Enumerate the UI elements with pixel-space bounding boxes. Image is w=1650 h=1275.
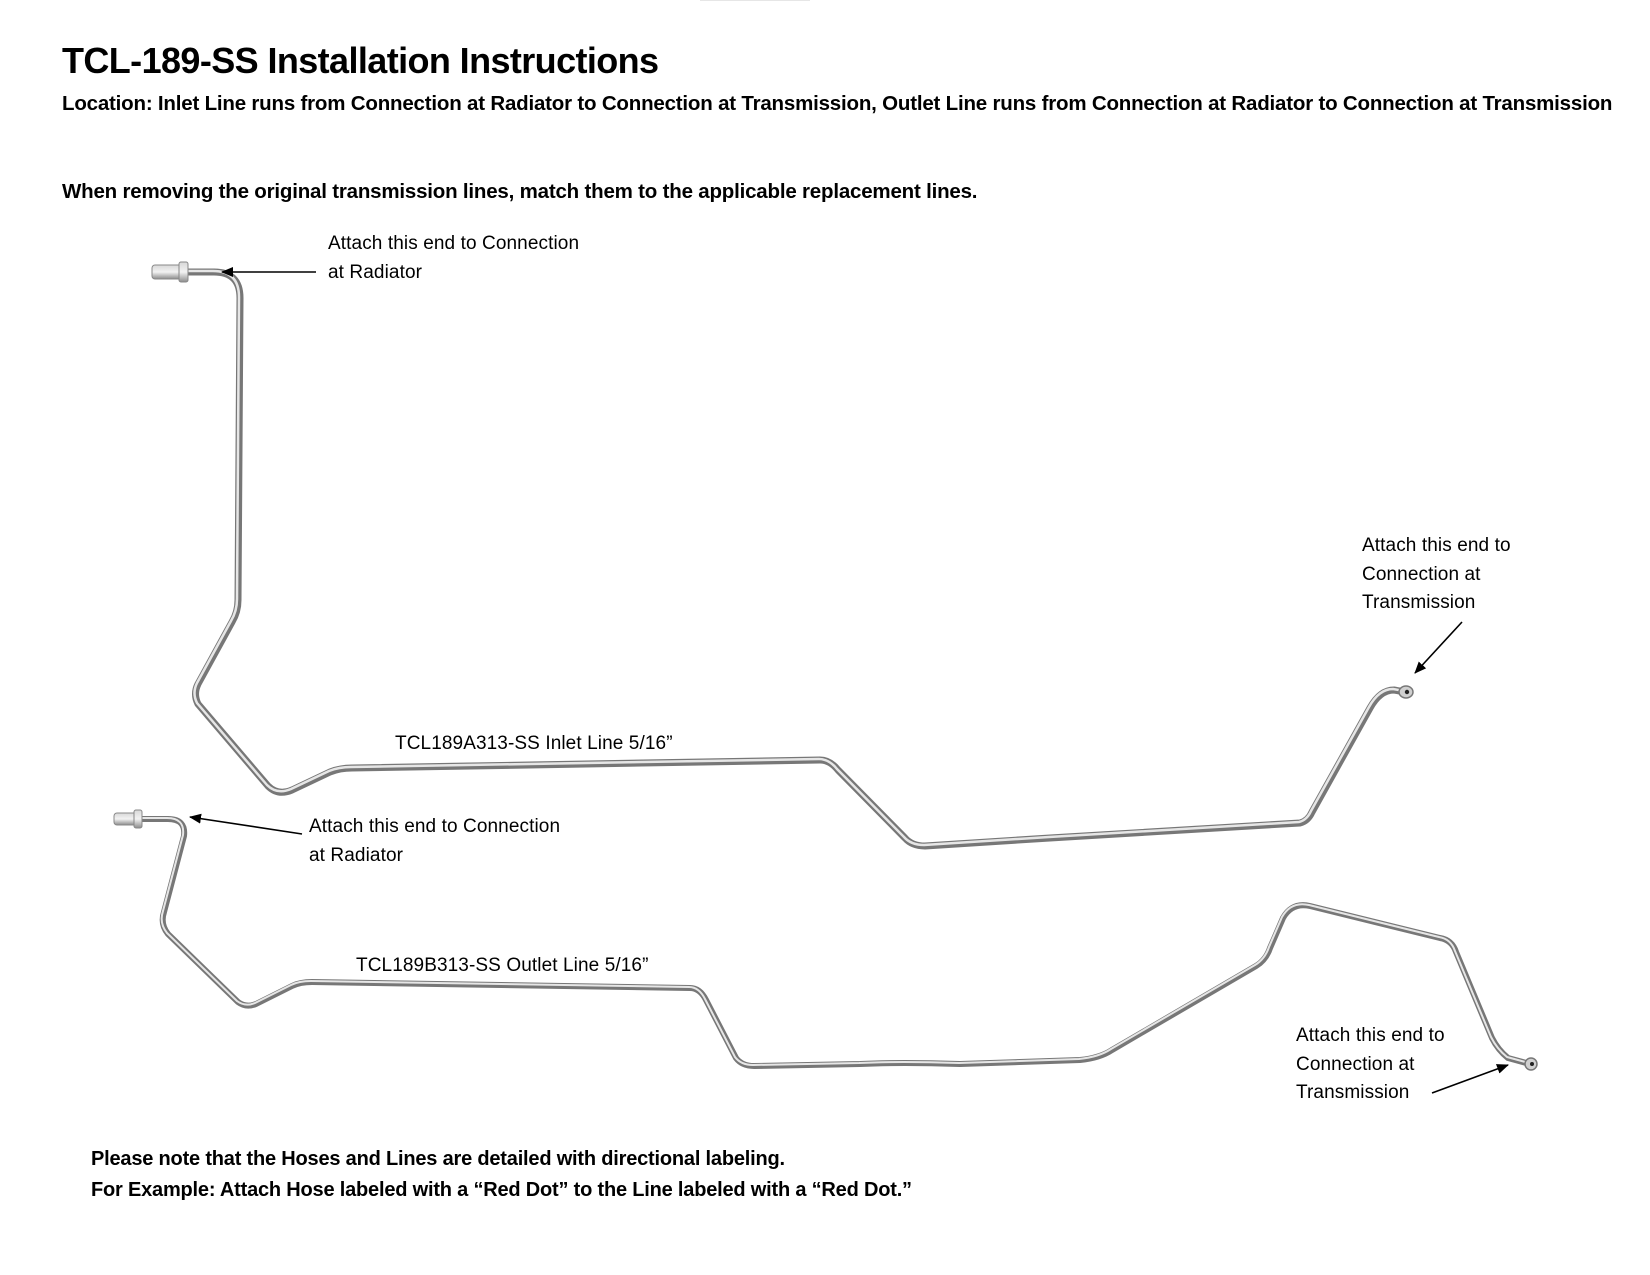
outlet-line-part-label: TCL189B313-SS Outlet Line 5/16”	[356, 955, 649, 976]
outlet-radiator-fitting	[113, 809, 143, 829]
callout-line: Attach this end to	[1362, 535, 1511, 556]
callout-line: Transmission	[1362, 592, 1476, 613]
callout-line: at Radiator	[309, 844, 404, 866]
callout-line: Connection at	[1296, 1053, 1415, 1075]
location-description: Location: Inlet Line runs from Connectio…	[62, 92, 1613, 115]
outlet-transmission-arrow	[1431, 1064, 1509, 1094]
callout-line: Attach this end to Connection	[309, 816, 561, 837]
page-title: TCL-189-SS Installation Instructions	[62, 40, 659, 81]
inlet-transmission-fitting	[1398, 685, 1414, 699]
outlet-transmission-callout: Attach this end to Connection at Transmi…	[1296, 1022, 1445, 1108]
callout-line: Transmission	[1296, 1082, 1410, 1103]
directional-labeling-note: Please note that the Hoses and Lines are…	[91, 1148, 785, 1170]
removal-instruction: When removing the original transmission …	[62, 180, 978, 203]
callout-line: Connection at	[1362, 563, 1481, 585]
scan-artifact	[700, 0, 810, 7]
outlet-line-pipe	[129, 816, 1533, 1069]
inlet-transmission-arrow	[1414, 621, 1463, 674]
red-dot-example-note: For Example: Attach Hose labeled with a …	[91, 1179, 912, 1201]
outlet-radiator-callout: Attach this end to Connection at Radiato…	[309, 813, 560, 870]
outlet-radiator-arrow	[189, 813, 303, 835]
callout-line: Attach this end to Connection	[328, 233, 580, 254]
callout-line: Attach this end to	[1296, 1025, 1445, 1046]
inlet-line-pipe	[168, 268, 1409, 850]
inlet-radiator-callout: Attach this end to Connection at Radiato…	[328, 230, 579, 287]
callout-line: at Radiator	[328, 261, 423, 283]
inlet-radiator-fitting	[151, 261, 189, 283]
inlet-line-part-label: TCL189A313-SS Inlet Line 5/16”	[395, 733, 673, 754]
outlet-transmission-fitting	[1524, 1057, 1538, 1071]
inlet-transmission-callout: Attach this end to Connection at Transmi…	[1362, 532, 1511, 618]
